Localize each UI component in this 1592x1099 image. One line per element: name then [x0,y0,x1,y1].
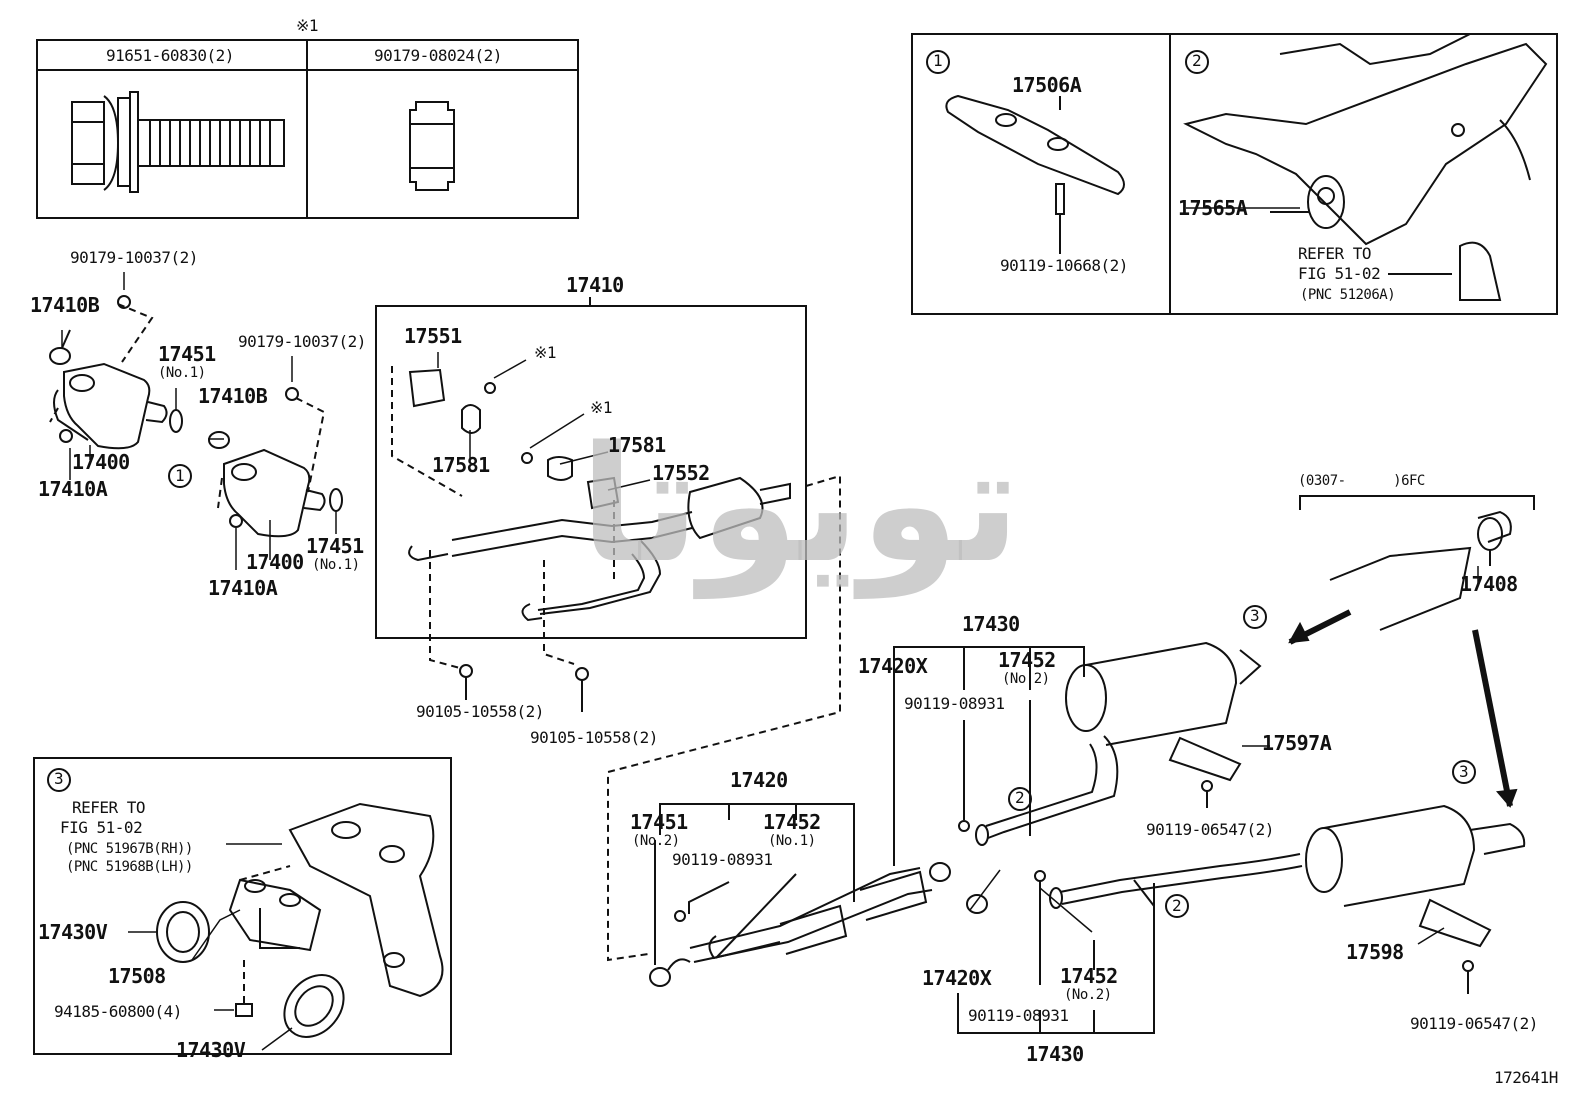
part-17581-a[interactable]: 17581 [608,433,666,457]
converter-b-drawing [208,387,343,538]
part-gasket-451-a[interactable]: 17451 [158,342,216,366]
front-note-a: ※1 [534,343,557,362]
hanger-bracket-drawing [156,802,444,1038]
part-17551[interactable]: 17551 [404,324,462,348]
part-center-pipe[interactable]: 17420 [730,768,788,792]
part-17506a[interactable]: 17506A [1012,73,1082,97]
part-17430v-a[interactable]: 17430V [38,920,108,944]
part-bolt-17598[interactable]: 90119-06547(2) [1410,1014,1538,1033]
part-gasket-451-b[interactable]: 17451 [306,534,364,558]
part-bolt-tail-lower[interactable]: 90119-08931 [968,1006,1069,1025]
part-17552[interactable]: 17552 [652,461,710,485]
callout-3-detail: 3 [54,769,64,788]
callout-2-upper: 2 [1015,788,1025,807]
part-17581-b[interactable]: 17581 [432,453,490,477]
detail3-ref-3: (PNC 51967B(RH)) [66,841,193,857]
part-nut-b[interactable]: 90179-10037(2) [238,332,366,351]
detail2-ref-2[interactable]: FIG 51-02 [1298,264,1381,283]
part-17451-no2[interactable]: 17451 [630,810,688,834]
part-bolt-front-b[interactable]: 90105-10558(2) [530,728,658,747]
detail2-ref-3: (PNC 51206A) [1300,287,1396,303]
front-note-b: ※1 [590,398,613,417]
part-17452-lower[interactable]: 17452 [1060,964,1118,988]
part-17452-lower-sub: (No.2) [1064,987,1112,1003]
bracket-17506a-drawing [945,94,1125,254]
detail3-ref-1: REFER TO [72,798,146,817]
part-nut-detail3[interactable]: 94185-60800(4) [54,1002,182,1021]
part-bolt-front-a[interactable]: 90105-10558(2) [416,702,544,721]
detail3-ref-2[interactable]: FIG 51-02 [60,818,143,837]
part-number-bolt[interactable]: 91651-60830(2) [106,46,234,65]
diagram-id: 172641H [1494,1068,1558,1087]
part-17451-no2-sub: (No.2) [632,833,680,849]
part-bolt-detail1[interactable]: 90119-10668(2) [1000,256,1128,275]
tip-drawing [1299,495,1535,631]
part-converter-b[interactable]: 17400 [246,550,304,574]
part-tail-pipe-upper[interactable]: 17430 [962,612,1020,636]
part-17408[interactable]: 17408 [1460,572,1518,596]
callout-3-upper: 3 [1250,606,1260,625]
converter-a-drawing [49,295,183,450]
callout-3-lower: 3 [1459,762,1469,781]
part-number-nut[interactable]: 90179-08024(2) [374,46,502,65]
callout-2-detail: 2 [1192,51,1202,70]
part-17452-no1-sub: (No.1) [768,833,816,849]
part-bolt-tail-upper[interactable]: 90119-08931 [904,694,1005,713]
part-17598[interactable]: 17598 [1346,940,1404,964]
part-17452-upper-sub: (No.2) [1002,671,1050,687]
part-bolt-center[interactable]: 90119-08931 [672,850,773,869]
detail-frame-1-2 [911,33,1558,315]
part-gasket-b1[interactable]: 17410B [30,293,100,317]
part-17508[interactable]: 17508 [108,964,166,988]
part-17565a[interactable]: 17565A [1178,196,1248,220]
part-front-pipe[interactable]: 17410 [566,273,624,297]
part-gasket-451-a-sub: (No.1) [158,365,206,381]
part-17420x-upper[interactable]: 17420X [858,654,928,678]
center-pipe-drawing [649,840,988,987]
flange-nut-drawing [409,101,455,191]
part-nut-a1[interactable]: 17410A [38,477,108,501]
table-note: ※1 [296,16,319,35]
part-tail-pipe-lower[interactable]: 17430 [1026,1042,1084,1066]
part-17597a[interactable]: 17597A [1262,731,1332,755]
flange-bolt-drawing [71,91,285,193]
callout-1-detail: 1 [933,51,943,70]
tip-date-range: (0307- )6FC [1298,473,1425,489]
front-pipe-drawing [391,366,791,712]
part-gasket-b2[interactable]: 17410B [198,384,268,408]
part-gasket-451-b-sub: (No.1) [312,557,360,573]
watermark-logo: تویوتا [580,411,1021,599]
part-17452-upper[interactable]: 17452 [998,648,1056,672]
part-bolt-17597a[interactable]: 90119-06547(2) [1146,820,1274,839]
part-17430v-b[interactable]: 17430V [176,1038,246,1062]
callout-2-lower: 2 [1172,896,1182,915]
part-converter-a[interactable]: 17400 [72,450,130,474]
callout-circles [47,50,1476,918]
detail2-ref-1: REFER TO [1298,244,1372,263]
part-17452-no1[interactable]: 17452 [763,810,821,834]
part-nut-a[interactable]: 90179-10037(2) [70,248,198,267]
detail-frame-3 [33,757,452,1055]
lower-muffler-drawing [1049,804,1526,994]
part-17420x-lower[interactable]: 17420X [922,966,992,990]
part-nut-a2[interactable]: 17410A [208,576,278,600]
upper-muffler-drawing [975,641,1262,846]
detail3-ref-4: (PNC 51968B(LH)) [66,859,193,875]
callout-1-left: 1 [175,466,185,485]
